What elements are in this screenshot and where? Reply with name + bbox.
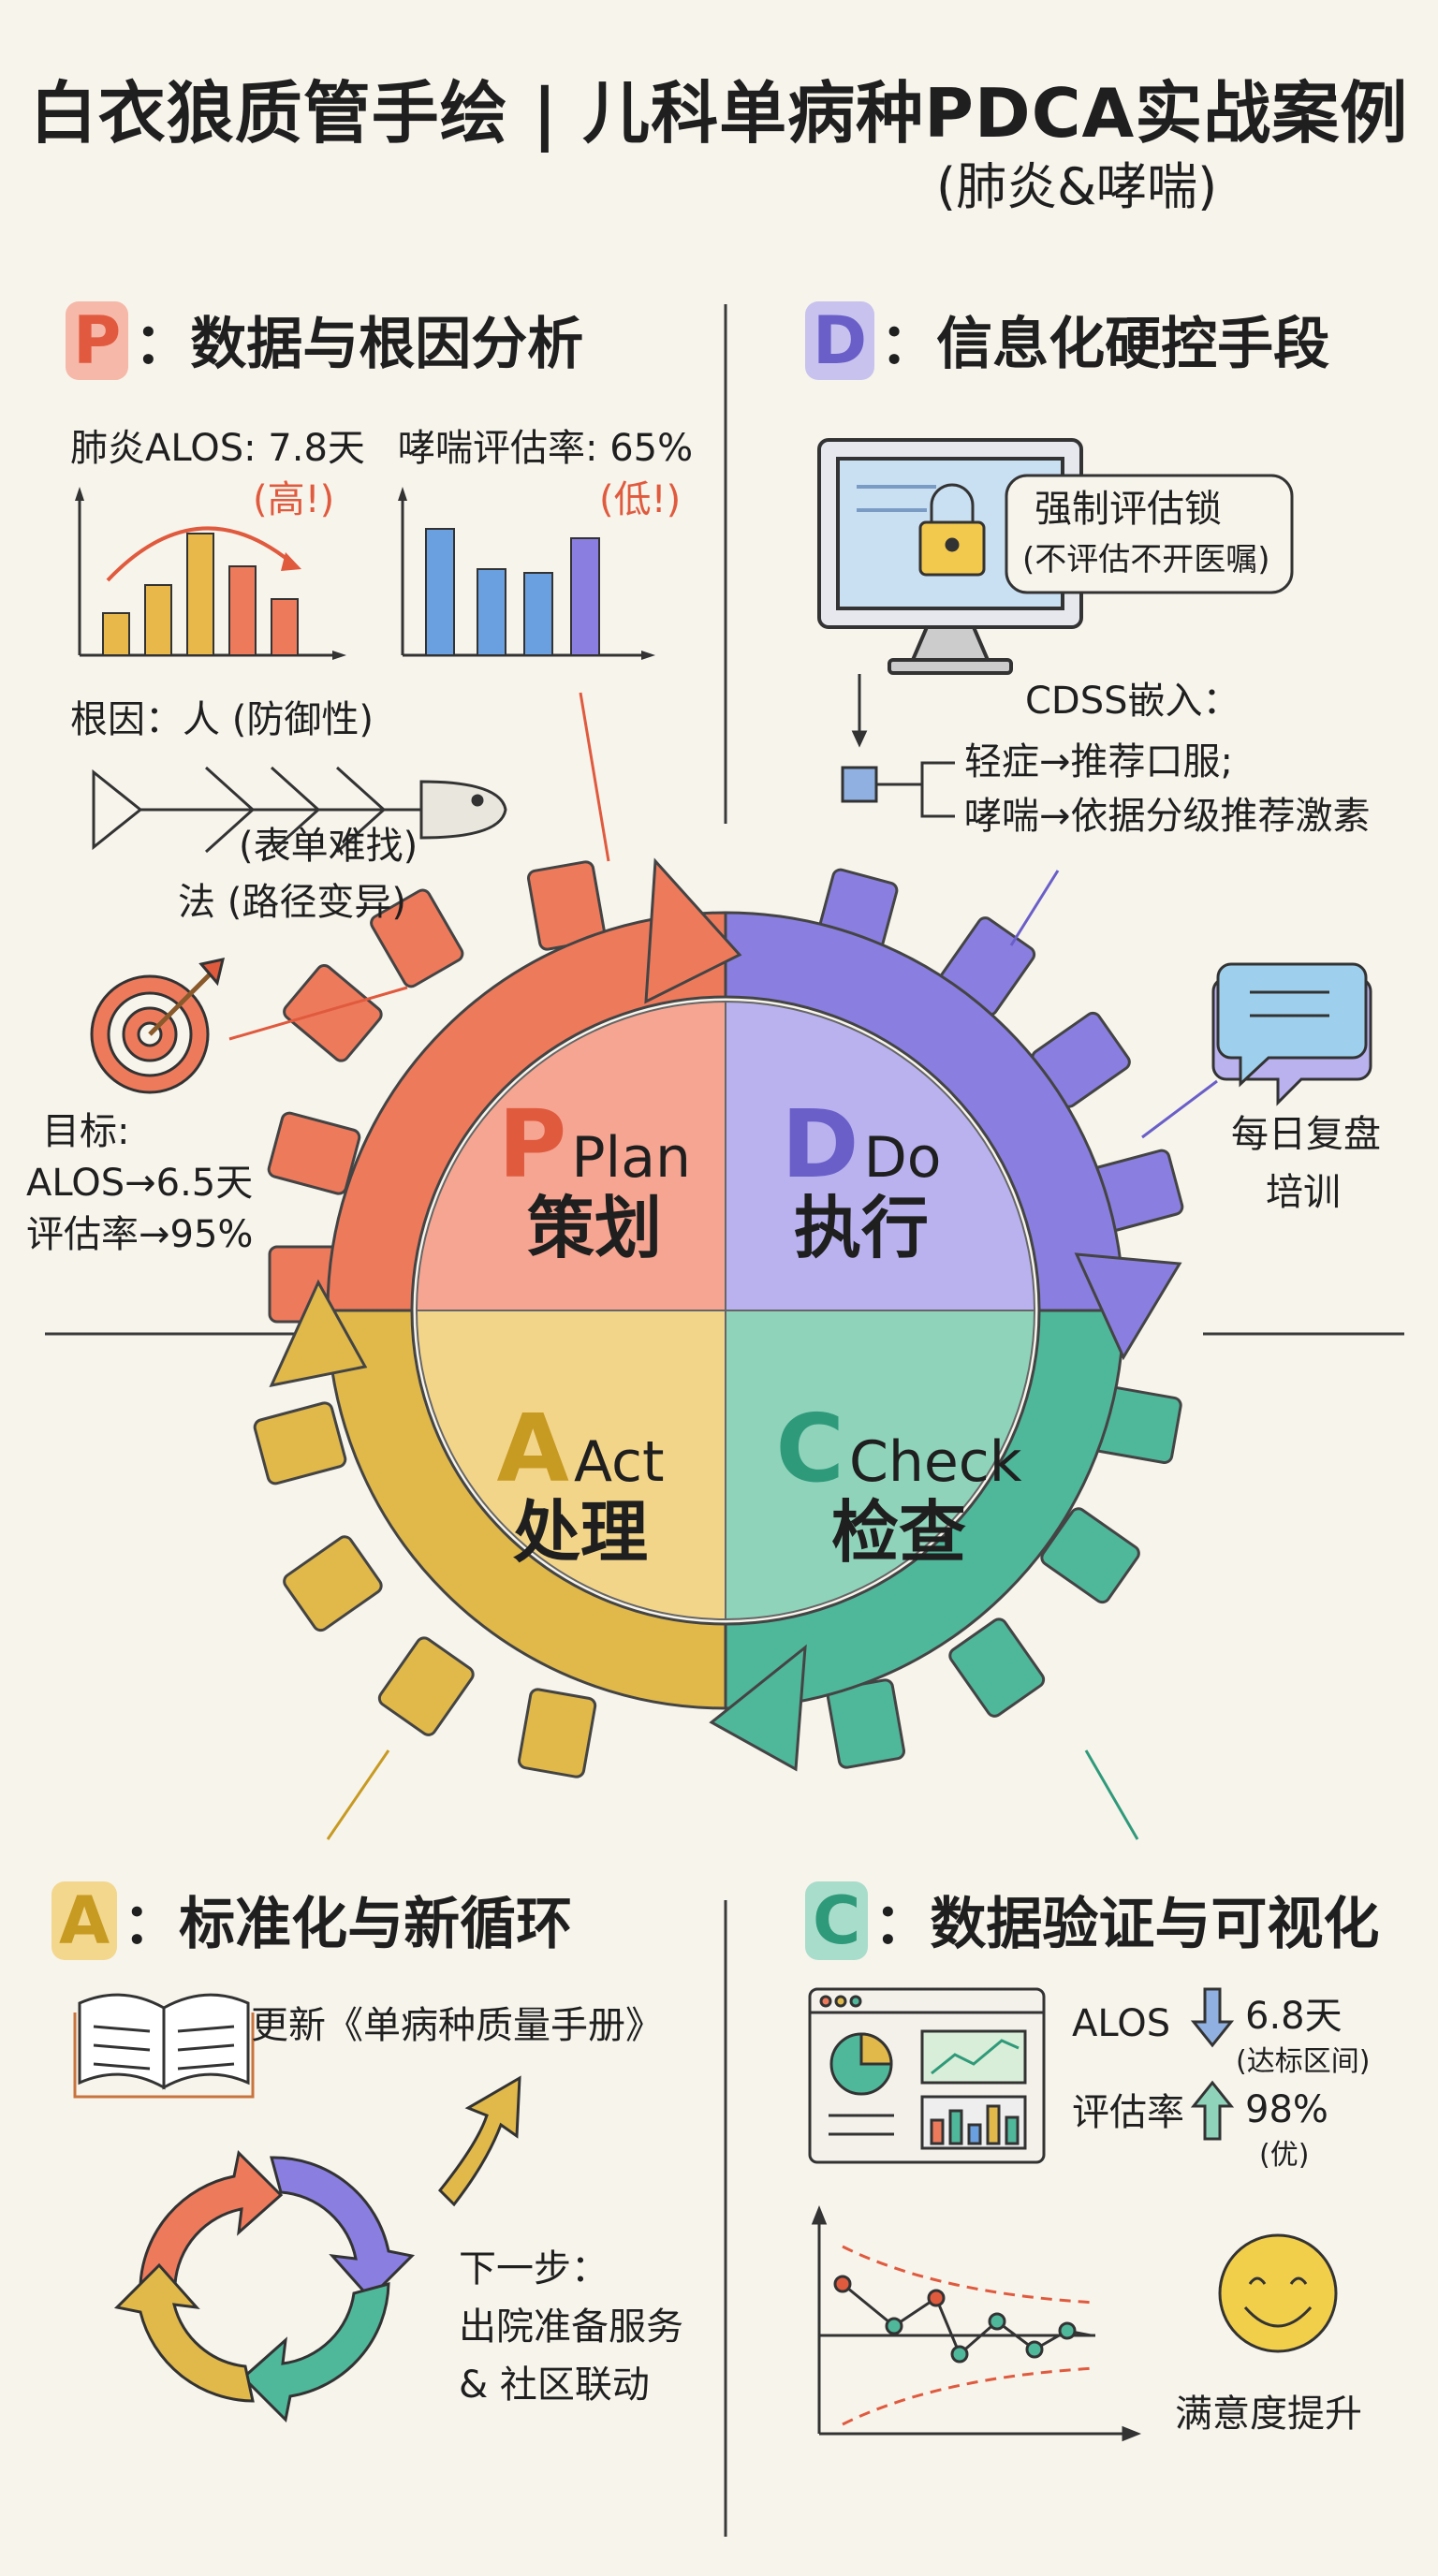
section-connector-lines bbox=[228, 692, 1218, 1840]
act-letter-badge: A bbox=[51, 1881, 118, 1960]
quadrant-plan bbox=[415, 1000, 726, 1311]
do-cdss-title: CDSS嵌入： bbox=[1025, 680, 1240, 723]
cycle-do-letter: D bbox=[781, 1090, 859, 1199]
do-heading-text: ：信息化硬控手段 bbox=[880, 312, 1330, 377]
check-section-heading: C：数据验证与可视化 bbox=[805, 1881, 1379, 1960]
control-chart-icon bbox=[811, 2204, 1142, 2442]
do-training-line-2: 培训 bbox=[1266, 1171, 1341, 1214]
smiley-icon bbox=[1218, 2233, 1338, 2353]
cycle-plan-english: Plan bbox=[571, 1125, 692, 1191]
cycle-plan-chinese: 策划 bbox=[526, 1189, 662, 1267]
cycle-act-letter: A bbox=[496, 1394, 569, 1503]
fishbone-icon bbox=[92, 766, 507, 854]
cycle-act-label: A Act 处理 bbox=[473, 1399, 688, 1569]
cycle-do-label: D Do 执行 bbox=[754, 1095, 969, 1265]
arrow-up-icon bbox=[437, 2075, 521, 2207]
plan-goal-title: 目标: bbox=[42, 1110, 130, 1153]
do-cdss-item-1: 轻症→推荐口服; bbox=[964, 740, 1233, 783]
dashboard-icon bbox=[808, 1987, 1046, 2164]
cycle-check-label: C Check 检查 bbox=[749, 1399, 1049, 1569]
cycle-check-english: Check bbox=[848, 1429, 1022, 1495]
do-lock-title: 强制评估锁 bbox=[1034, 488, 1222, 531]
plan-root-cause-method: 法 (路径变异) bbox=[178, 881, 406, 924]
quadrant-check bbox=[725, 1310, 1036, 1621]
quadrant-do bbox=[725, 1000, 1036, 1311]
act-heading-text: ：标准化与新循环 bbox=[123, 1892, 573, 1957]
do-training-line-1: 每日复盘 bbox=[1231, 1113, 1381, 1156]
plan-assess-flag: (低!) bbox=[599, 478, 682, 521]
cycle-arrows-icon bbox=[113, 2149, 416, 2423]
act-next-title: 下一步： bbox=[459, 2247, 609, 2291]
cycle-act-chinese: 处理 bbox=[512, 1493, 648, 1572]
gear-teeth-check bbox=[826, 1384, 1182, 1769]
check-letter-badge: C bbox=[805, 1881, 869, 1960]
cycle-arrowheads bbox=[269, 857, 1182, 1772]
do-section-heading: D：信息化硬控手段 bbox=[805, 301, 1329, 380]
arrowhead-act-to-plan bbox=[269, 1279, 368, 1388]
check-rate-label: 评估率 bbox=[1072, 2091, 1184, 2134]
gear-teeth bbox=[253, 860, 1184, 1778]
check-alos-note: (达标区间) bbox=[1236, 2045, 1371, 2078]
quadrant-act bbox=[415, 1310, 726, 1621]
check-rate-note: (优) bbox=[1259, 2139, 1310, 2172]
cycle-do-english: Do bbox=[863, 1125, 942, 1191]
arrowhead-plan-to-do bbox=[644, 857, 742, 1004]
check-alos-label: ALOS bbox=[1072, 2002, 1171, 2045]
chat-bubble-icon bbox=[1211, 962, 1372, 1106]
do-cdss-item-2: 哮喘→依据分级推荐激素 bbox=[964, 795, 1371, 838]
gear-ring bbox=[326, 911, 1125, 1710]
plan-letter-badge: P bbox=[66, 301, 129, 380]
cycle-do-chinese: 执行 bbox=[793, 1189, 929, 1267]
plan-heading-text: ：数据与根因分析 bbox=[134, 312, 584, 377]
gear-teeth-do bbox=[814, 868, 1184, 1233]
act-next-line-1: 出院准备服务 bbox=[459, 2305, 683, 2349]
arrow-down-icon bbox=[1190, 1987, 1235, 2048]
cycle-plan-letter: P bbox=[497, 1090, 567, 1199]
cycle-check-chinese: 检查 bbox=[830, 1493, 966, 1572]
check-alos-value: 6.8天 bbox=[1245, 1995, 1343, 2038]
plan-assess-label: 哮喘评估率: 65% bbox=[398, 427, 694, 470]
act-manual-update: 更新《单病种质量手册》 bbox=[251, 2004, 663, 2047]
check-heading-text: ：数据验证与可视化 bbox=[873, 1892, 1380, 1957]
act-section-heading: A：标准化与新循环 bbox=[51, 1881, 572, 1960]
lock-callout-box bbox=[1005, 474, 1294, 594]
plan-goal-alos: ALOS→6.5天 bbox=[26, 1162, 254, 1205]
target-icon bbox=[90, 958, 226, 1094]
page-title: 白衣狼质管手绘 | 儿科单病种PDCA实战案例 bbox=[29, 74, 1409, 153]
book-icon bbox=[73, 1993, 255, 2099]
assess-bar-chart-icon bbox=[398, 487, 655, 660]
plan-root-cause-title: 根因：人 (防御性) bbox=[70, 698, 374, 741]
page-subtitle: (肺炎&哮喘) bbox=[936, 157, 1218, 216]
alos-bar-chart-icon bbox=[75, 487, 346, 660]
plan-goal-rate: 评估率→95% bbox=[26, 1213, 254, 1256]
arrowhead-check-to-act bbox=[709, 1644, 807, 1772]
arrow-up-green-icon bbox=[1190, 2080, 1235, 2141]
lock-icon bbox=[918, 483, 986, 577]
plan-alos-label: 肺炎ALOS: 7.8天 bbox=[70, 427, 365, 470]
cycle-plan-label: P Plan 策划 bbox=[468, 1095, 721, 1265]
plan-root-cause-form: (表单难找) bbox=[239, 825, 418, 868]
cycle-check-letter: C bbox=[775, 1394, 844, 1503]
check-satisfaction: 满意度提升 bbox=[1175, 2393, 1362, 2436]
do-lock-note: (不评估不开医嘱) bbox=[1022, 541, 1270, 578]
arrowhead-do-to-check bbox=[1074, 1252, 1182, 1361]
plan-section-heading: P：数据与根因分析 bbox=[66, 301, 583, 380]
do-letter-badge: D bbox=[805, 301, 875, 380]
cycle-act-english: Act bbox=[573, 1429, 665, 1495]
check-rate-value: 98% bbox=[1245, 2088, 1328, 2131]
quadrant-dividers bbox=[45, 304, 1404, 2537]
inner-quadrants bbox=[415, 1000, 1036, 1621]
gear-teeth-act bbox=[253, 1401, 597, 1778]
plan-alos-flag: (高!) bbox=[253, 478, 335, 521]
act-next-line-2: & 社区联动 bbox=[459, 2364, 650, 2407]
gear-teeth-plan bbox=[267, 860, 607, 1324]
cdss-flow-connector bbox=[841, 674, 955, 818]
